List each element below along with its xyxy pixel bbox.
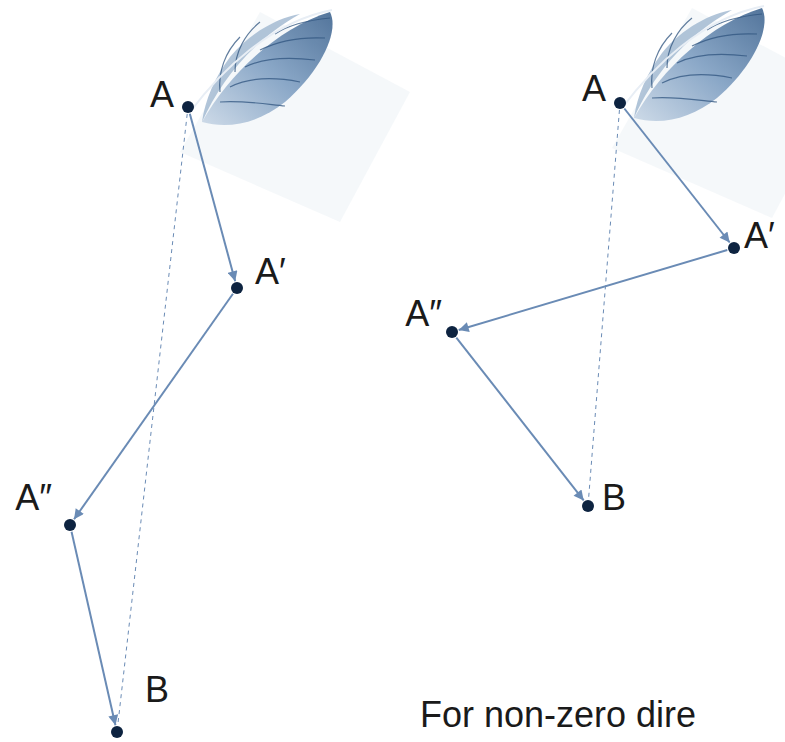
point-dot: A″ [64, 519, 76, 531]
vector-arrow [459, 250, 728, 330]
point-label: A″ [405, 296, 442, 332]
point-label: B [602, 480, 626, 516]
dashed-line [118, 114, 187, 725]
point-dot: A [182, 101, 194, 113]
feather-picture [612, 6, 785, 218]
point-label: B [145, 672, 169, 708]
point-dot: B [582, 500, 594, 512]
point-dot: B [111, 726, 123, 738]
vector-arrow [72, 532, 116, 725]
caption-text: For non-zero dire [420, 697, 696, 733]
dashed-line [589, 110, 620, 499]
vector-arrow [456, 338, 583, 501]
point-dot: A′ [231, 282, 243, 294]
point-label: A″ [15, 480, 52, 516]
point-dot: A [614, 97, 626, 109]
vector-arrow [74, 294, 233, 520]
vector-arrow [190, 114, 235, 281]
feather-picture [180, 10, 410, 222]
point-label: A′ [744, 218, 775, 254]
point-dot: A″ [446, 326, 458, 338]
point-label: A [150, 77, 174, 113]
point-label: A′ [255, 254, 286, 290]
point-label: A [582, 71, 606, 107]
vector-arrow [624, 109, 729, 243]
point-dot: A′ [728, 242, 740, 254]
